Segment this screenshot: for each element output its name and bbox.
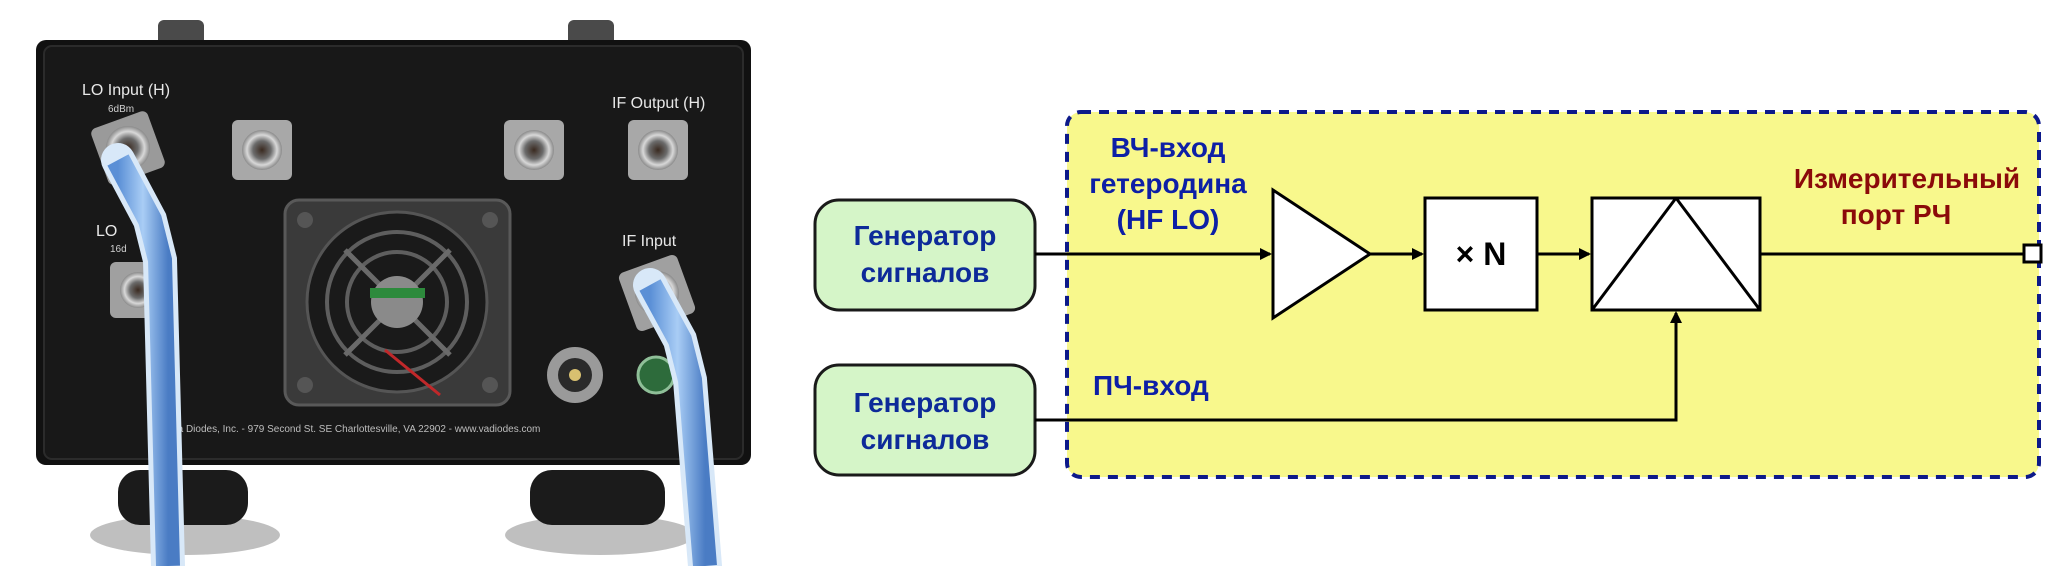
if-output-label: IF Output (H) [612, 95, 705, 112]
hf-lo-label-line3: (HF LO) [1117, 204, 1220, 235]
signal-generator-bottom-line1: Генератор [854, 387, 997, 418]
multiplier-label: × N [1456, 236, 1507, 272]
connector-if-output [628, 120, 688, 180]
amplifier-symbol [1271, 187, 1373, 321]
lo-input-label: LO Input (H) [82, 82, 170, 99]
signal-generator-top [813, 198, 1037, 312]
measurement-module-region [1065, 110, 2041, 479]
lo-level-label: 6dBm [108, 104, 134, 115]
fan [283, 198, 512, 407]
if-input-diagram-label: ПЧ-вход [1093, 370, 1209, 401]
footer-label: Virginia Diodes, Inc. - 979 Second St. S… [150, 424, 540, 435]
hf-lo-label-line1: ВЧ-вход [1111, 132, 1226, 163]
signal-generator-top-line1: Генератор [854, 220, 997, 251]
device-photo: LO Input (H) 6dBm IF Output (H) LO 16d I… [36, 20, 751, 566]
block-diagram: Генератор сигналов Генератор сигналов ВЧ… [813, 110, 2043, 479]
if-input-label: IF Input [622, 233, 677, 250]
signal-generator-bottom [813, 363, 1037, 477]
signal-generator-bottom-line2: сигналов [861, 424, 990, 455]
cable-right [633, 268, 722, 566]
hf-lo-label-line2: гетеродина [1089, 168, 1247, 199]
lo-low-label: LO [96, 223, 117, 240]
wire-if-generator-to-mixer [1035, 311, 1682, 422]
rf-port-label-line1: Измерительный [1794, 163, 2020, 194]
power-jack [547, 347, 603, 403]
foot-right [530, 470, 665, 525]
cable-left [101, 143, 185, 566]
signal-generator-top-line2: сигналов [861, 257, 990, 288]
mixer-symbol [1590, 196, 1762, 312]
rf-port-terminal [2022, 243, 2043, 264]
rf-port-label-line2: порт РЧ [1841, 199, 1952, 230]
lo-low-level-label: 16d [110, 244, 127, 255]
foot-left-shadow [90, 515, 280, 555]
frequency-multiplier-box [1423, 196, 1539, 312]
connector-top-left [232, 120, 292, 180]
connector-top-right [504, 120, 564, 180]
